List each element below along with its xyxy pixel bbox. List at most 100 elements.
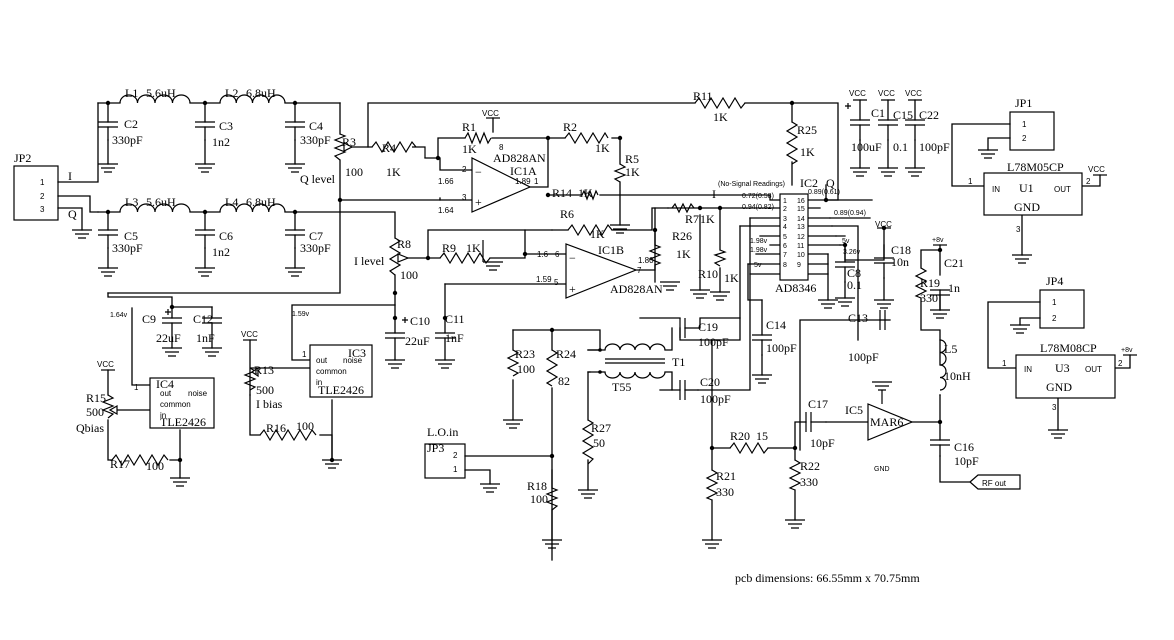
transformer-t1-secondary bbox=[604, 371, 666, 379]
svg-text:5v: 5v bbox=[842, 238, 850, 245]
svg-text:L5: L5 bbox=[944, 342, 957, 356]
svg-text:R11: R11 bbox=[693, 89, 713, 103]
opamp-ic1b bbox=[565, 243, 638, 299]
ic2-pin-number: 3 bbox=[783, 216, 787, 223]
inductors bbox=[119, 94, 947, 391]
svg-text:1: 1 bbox=[968, 177, 973, 186]
svg-text:+: + bbox=[569, 282, 576, 296]
svg-text:2: 2 bbox=[462, 165, 467, 174]
svg-text:OUT: OUT bbox=[1085, 365, 1102, 374]
jp4-connector bbox=[1039, 289, 1085, 329]
capacitor-c16 bbox=[930, 439, 950, 446]
svg-text:Qbias: Qbias bbox=[76, 421, 104, 435]
svg-text:C9: C9 bbox=[142, 312, 156, 326]
svg-text:1K: 1K bbox=[724, 271, 739, 285]
svg-text:C20: C20 bbox=[700, 375, 720, 389]
svg-text:5: 5 bbox=[554, 278, 559, 287]
svg-text:82: 82 bbox=[558, 374, 570, 388]
resistor-r1 bbox=[464, 131, 492, 145]
svg-text:1K: 1K bbox=[800, 145, 815, 159]
svg-text:AD828AN: AD828AN bbox=[493, 151, 546, 165]
svg-text:in: in bbox=[160, 411, 166, 420]
resistor-r16 bbox=[259, 428, 317, 442]
svg-text:8: 8 bbox=[499, 143, 504, 152]
jp2-connector bbox=[13, 165, 59, 221]
svg-text:C12: C12 bbox=[193, 312, 213, 326]
svg-text:U1: U1 bbox=[1019, 181, 1034, 195]
svg-text:VCC: VCC bbox=[849, 89, 866, 98]
svg-text:22uF: 22uF bbox=[156, 331, 181, 345]
ic2-pin-number: 13 bbox=[797, 224, 805, 231]
svg-text:R7: R7 bbox=[685, 212, 699, 226]
svg-text:C2: C2 bbox=[124, 117, 138, 131]
svg-text:VCC: VCC bbox=[482, 109, 499, 118]
svg-text:VCC: VCC bbox=[97, 360, 114, 369]
grounds bbox=[72, 149, 1068, 549]
svg-text:IN: IN bbox=[992, 185, 1000, 194]
svg-text:3: 3 bbox=[1052, 403, 1057, 412]
svg-text:R15: R15 bbox=[86, 391, 106, 405]
svg-text:2: 2 bbox=[1086, 177, 1091, 186]
resistor-r18 bbox=[545, 487, 559, 511]
svg-text:L1: L1 bbox=[125, 86, 138, 100]
svg-text:I: I bbox=[712, 187, 716, 201]
svg-text:2: 2 bbox=[453, 451, 458, 460]
jp1-connector bbox=[1009, 111, 1055, 151]
resistor-r19 bbox=[914, 267, 928, 299]
ic2-pin-number: 8 bbox=[783, 262, 787, 269]
svg-text:R14: R14 bbox=[552, 186, 572, 200]
svg-text:330pF: 330pF bbox=[112, 241, 143, 255]
svg-text:GND: GND bbox=[874, 466, 890, 473]
resistor-r10 bbox=[713, 249, 727, 267]
svg-text:1.89: 1.89 bbox=[515, 177, 531, 186]
ic2-pin-number: 6 bbox=[783, 243, 787, 250]
inductor-l5 bbox=[939, 339, 947, 391]
svg-text:I bias: I bias bbox=[256, 397, 283, 411]
svg-text:1K: 1K bbox=[590, 227, 605, 241]
svg-text:6.8uH: 6.8uH bbox=[246, 86, 276, 100]
svg-text:MAR6: MAR6 bbox=[870, 415, 903, 429]
svg-text:0.89(0.94): 0.89(0.94) bbox=[834, 210, 866, 217]
svg-text:OUT: OUT bbox=[1054, 185, 1071, 194]
capacitor-c6 bbox=[195, 229, 215, 236]
ic2-pin-number: 14 bbox=[797, 216, 805, 223]
svg-text:330: 330 bbox=[800, 475, 818, 489]
ic2-pin-number: 5 bbox=[783, 234, 787, 241]
svg-text:R10: R10 bbox=[698, 267, 718, 281]
svg-text:3.26v: 3.26v bbox=[843, 249, 861, 256]
svg-text:330: 330 bbox=[716, 485, 734, 499]
resistor-r20 bbox=[729, 441, 769, 455]
svg-text:1.59v: 1.59v bbox=[292, 311, 310, 318]
svg-text:1K: 1K bbox=[462, 142, 477, 156]
svg-text:5.6uH: 5.6uH bbox=[146, 195, 176, 209]
svg-text:330: 330 bbox=[920, 291, 938, 305]
svg-text:R25: R25 bbox=[797, 123, 817, 137]
svg-text:C15: C15 bbox=[893, 108, 913, 122]
svg-text:100pF: 100pF bbox=[848, 350, 879, 364]
svg-text:C11: C11 bbox=[445, 312, 465, 326]
svg-text:2: 2 bbox=[1052, 314, 1057, 323]
svg-text:T55: T55 bbox=[612, 380, 631, 394]
svg-text:1K: 1K bbox=[625, 165, 640, 179]
svg-text:C6: C6 bbox=[219, 229, 233, 243]
inductor-l1 bbox=[119, 94, 191, 104]
resistor-r4 bbox=[371, 140, 426, 158]
capacitor-c5 bbox=[98, 229, 118, 236]
svg-text:out: out bbox=[160, 389, 172, 398]
svg-text:R1: R1 bbox=[462, 120, 476, 134]
resistor-r25 bbox=[785, 121, 799, 165]
svg-text:1.98v: 1.98v bbox=[750, 247, 768, 254]
svg-text:C17: C17 bbox=[808, 397, 828, 411]
ic2-pin-number: 2 bbox=[783, 206, 787, 213]
ic3-tle2426 bbox=[309, 344, 373, 398]
svg-text:Q: Q bbox=[68, 207, 77, 221]
u3-regulator bbox=[1015, 354, 1116, 399]
svg-text:5v: 5v bbox=[754, 262, 762, 269]
opamp-ic1a bbox=[471, 157, 532, 213]
svg-text:R6: R6 bbox=[560, 207, 574, 221]
svg-text:+8v: +8v bbox=[932, 237, 944, 244]
svg-text:10pF: 10pF bbox=[810, 436, 835, 450]
junctions bbox=[105, 100, 943, 463]
svg-text:1nF: 1nF bbox=[445, 331, 464, 345]
